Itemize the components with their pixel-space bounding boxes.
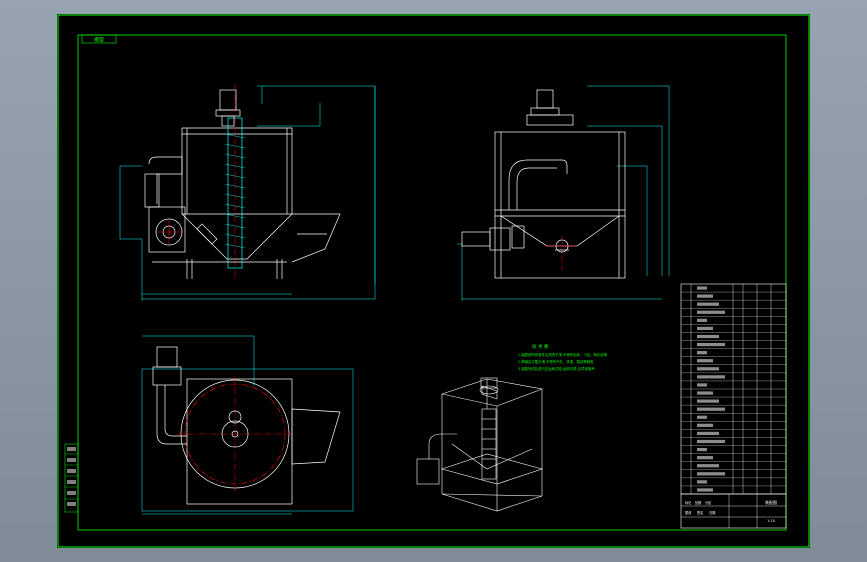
revision-date-label: 日期 — [709, 510, 715, 515]
tech-req-line-3: 3.装配完成后进行空运转试验,运转平稳,无异常噪声 — [518, 366, 595, 371]
parts-row-text — [697, 423, 713, 427]
revision-zone-label: 分区 — [705, 500, 712, 505]
tech-req-line-1: 1.装配前所有零件应清洗干净,不得有毛刺、飞边、氧化皮等 — [518, 352, 608, 357]
revision-sign-label: 签名 — [697, 510, 703, 515]
revision-change-label: 更改 — [685, 510, 692, 515]
parts-row-text — [697, 439, 725, 444]
side-view[interactable] — [457, 85, 670, 301]
parts-row-text — [697, 334, 719, 339]
revision-mark-label: 标记 — [685, 500, 692, 505]
parts-row-text — [697, 431, 719, 436]
parts-row-text — [697, 447, 707, 452]
parts-list-table[interactable] — [680, 283, 787, 495]
isometric-view[interactable] — [416, 377, 544, 512]
top-view[interactable] — [141, 335, 354, 515]
drawing-name: 装配图 — [765, 499, 777, 505]
parts-row-text — [697, 359, 713, 363]
drawing-canvas: 模型 — [57, 14, 810, 548]
parts-row-text — [697, 464, 719, 468]
parts-row-text — [697, 294, 713, 298]
front-view[interactable] — [119, 84, 376, 301]
inner-frame — [77, 34, 787, 531]
parts-row-text — [697, 310, 725, 314]
parts-row-text — [697, 367, 719, 371]
parts-row-text — [697, 480, 707, 484]
tech-req-heading: 技 术 要 — [532, 343, 549, 350]
drawing-scale: 1:10 — [767, 519, 775, 523]
parts-row-text — [697, 375, 725, 379]
parts-row-text — [697, 488, 713, 492]
parts-row-text — [697, 407, 725, 411]
parts-row-text — [697, 383, 707, 387]
parts-row-text — [697, 456, 713, 460]
sheet-tab-label: 模型 — [94, 37, 104, 44]
parts-row-text — [697, 326, 713, 331]
parts-row-text — [697, 302, 719, 306]
side-revision-column — [64, 443, 79, 513]
parts-row-text — [697, 415, 707, 419]
tech-req-line-2: 2.焊缝应平整光滑,不得有气孔、夹渣、裂纹等缺陷 — [518, 359, 594, 364]
parts-row-text — [697, 391, 713, 395]
parts-row-text — [697, 472, 725, 476]
parts-row-text — [697, 351, 707, 355]
tech-requirements: 技 术 要 1.装配前所有零件应清洗干净,不得有毛刺、飞边、氧化皮等 2.焊缝应… — [518, 343, 608, 371]
parts-row-text — [697, 318, 707, 322]
revision-count-label: 处数 — [695, 500, 702, 505]
sheet-tab[interactable]: 模型 — [81, 34, 117, 44]
parts-row-text — [697, 399, 719, 403]
parts-row-text — [697, 286, 707, 290]
outer-frame — [57, 14, 810, 548]
drawing-sheet[interactable]: 模型 — [57, 14, 810, 548]
parts-row-text — [697, 342, 725, 347]
title-block[interactable]: 标记 处数 分区 更改 签名 日期 装配图 1:10 — [680, 493, 787, 529]
